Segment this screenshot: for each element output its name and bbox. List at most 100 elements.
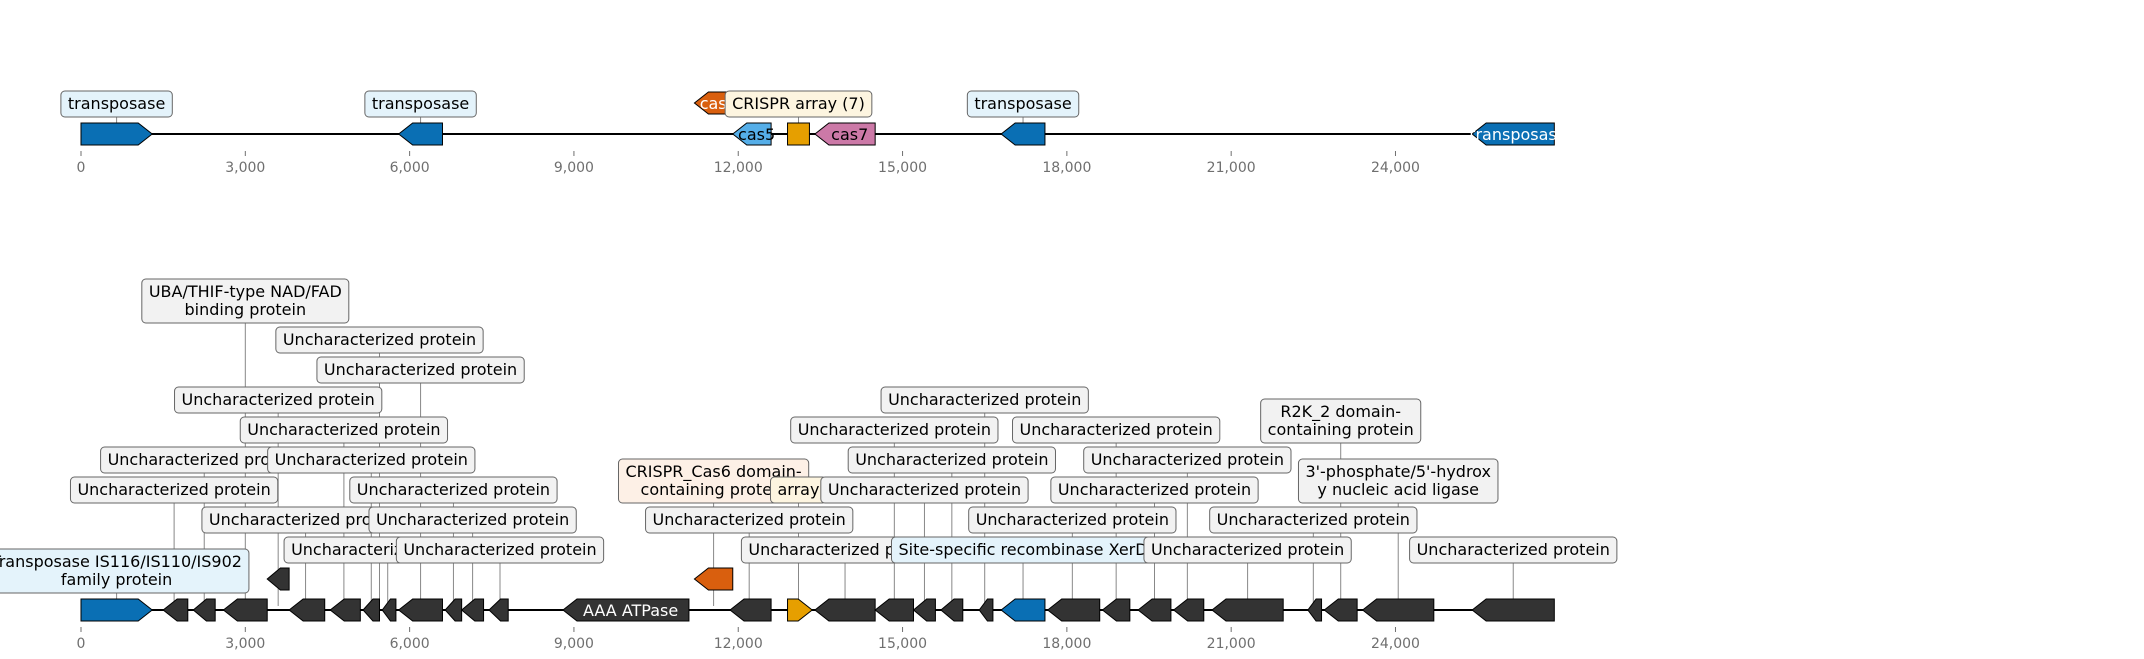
track1-label-uncharacterized-protein: Uncharacterized protein: [349, 476, 558, 504]
track1-gene-arrow: [912, 598, 936, 622]
track0-cas5-arrow: [731, 122, 772, 146]
track1-label-text: Uncharacterized protein: [275, 450, 468, 469]
track1-label-text: Uncharacterized protein: [855, 450, 1048, 469]
track1-label-text: containing protein: [1268, 420, 1414, 439]
track1-gene-arrow: [329, 598, 361, 622]
track1-gene-arrow: [266, 567, 290, 591]
track1-label-uncharacterized-protein: Uncharacterized protein: [790, 416, 999, 444]
track1-axis-tick-label: 18,000: [1042, 636, 1091, 652]
track1-transposase-arrow: [1000, 598, 1046, 622]
track1-label-text: Uncharacterized protein: [976, 510, 1169, 529]
track1-gene-arrow: [444, 598, 463, 622]
track1-label-text: y nucleic acid ligase: [1317, 480, 1479, 499]
track0-axis-tick-label: 9,000: [554, 160, 594, 176]
track0-label-text: transposase: [974, 94, 1071, 113]
track1-label-uncharacterized-protein: Uncharacterized protein: [645, 506, 854, 534]
track1-label-array: array: [770, 476, 827, 504]
track1-label-box: [1143, 536, 1352, 564]
track1-label-uncharacterized-protein: Uncharacterized protein: [275, 326, 484, 354]
track1-label-text: UBA/THIF-type NAD/FAD: [149, 282, 342, 301]
track0-label-crispr-array-7: CRISPR array (7): [724, 90, 873, 118]
track0-axis-tick-label: 15,000: [878, 160, 927, 176]
track1-label-box: [645, 506, 854, 534]
track1-label-text: Uncharacterized protein: [209, 510, 402, 529]
track0-axis-tick-label: 0: [77, 160, 86, 176]
track1-label-box: [1209, 506, 1418, 534]
track0-label-transposase: transposase: [60, 90, 173, 118]
track0-transposase-inline-label: transposase: [1469, 125, 1566, 144]
track1-transposase-arrow: [80, 598, 154, 622]
track1-label-box: [316, 356, 525, 384]
track1-label-box: [174, 386, 383, 414]
track1-label-uncharacterized-protein: Uncharacterized protein: [69, 476, 279, 504]
track0-cas7-inline-label: cas7: [831, 125, 868, 144]
track1-label-text: Uncharacterized protein: [1151, 540, 1344, 559]
track1-gene-arrow: [814, 598, 876, 622]
track1-label-text: array: [778, 480, 820, 499]
track1-label-box: [1012, 416, 1221, 444]
track1-label-text: Uncharacterized protein: [828, 480, 1021, 499]
track1-label-text: Site-specific recombinase XerD: [899, 540, 1148, 559]
track1-gene-arrow: [1172, 598, 1205, 622]
track0-leader-lines: [116, 117, 1024, 130]
track1-label-box: [1297, 458, 1499, 504]
track1-gene-arrow: [1471, 598, 1555, 622]
track1-axis-tick-label: 24,000: [1371, 636, 1420, 652]
track1-gene-arrow: [288, 598, 326, 622]
track1-label-uncharacterized-protein: Uncharacterized protein: [395, 536, 605, 564]
track1-axis-tick-label: 0: [77, 636, 86, 652]
track1-label-text: Uncharacterized protein: [283, 330, 476, 349]
track1-label-text: Uncharacterized protein: [1091, 450, 1284, 469]
track1-label-text: Transposase IS116/IS110/IS902: [0, 552, 242, 571]
track1-label-text: Uncharacterized protein: [247, 420, 440, 439]
track1-label-uncharacterized-protein: Uncharacterized protein: [1012, 416, 1221, 444]
track0-transposase-arrow: [397, 122, 443, 146]
track1-axis-tick-label: 3,000: [225, 636, 265, 652]
track0-label-text: transposase: [372, 94, 469, 113]
track0-axis-tick-label: 6,000: [390, 160, 430, 176]
track1-label-site-specific-recombinase-xerd: Site-specific recombinase XerD: [891, 536, 1156, 564]
track1-gene-arrow: [1046, 598, 1101, 622]
track1-label-text: Uncharacterized protein: [376, 510, 569, 529]
track0-label-box: [966, 90, 1080, 118]
track1-label-uncharacterized-protein: Uncharacterized protein: [847, 446, 1056, 474]
track1-label-uncharacterized-protein: Uncharacterized protein: [316, 356, 525, 384]
track1-label-box: [1260, 398, 1422, 444]
track1-label-box: [141, 278, 350, 324]
track1-gene-arrow: [1323, 598, 1358, 622]
track1-gene-arrow: [1101, 598, 1131, 622]
track1-aaa-atpase-arrow: [562, 598, 690, 622]
track1-label-uncharacterized-protein: Uncharacterized protein: [968, 506, 1177, 534]
track1-label-box: [968, 506, 1177, 534]
track1-label-box: [1409, 536, 1618, 564]
track1-label-text: family protein: [61, 570, 172, 589]
track1-label-box: [349, 476, 558, 504]
track0-label-box: [60, 90, 173, 118]
track1-label-box: [239, 416, 449, 444]
track1-label-box: [0, 548, 250, 594]
track1-label-text: CRISPR_Cas6 domain-: [625, 462, 801, 482]
track0-label-transposase: transposase: [364, 90, 477, 118]
track1-gene-arrow: [381, 598, 397, 622]
track1-label-box: [275, 326, 484, 354]
track1-gene-arrow: [192, 598, 216, 622]
track1-label-text: binding protein: [185, 300, 307, 319]
track1-axis-tick-label: 21,000: [1207, 636, 1256, 652]
track1-label-box: [1083, 446, 1292, 474]
track1-label-box: [790, 416, 999, 444]
track1-label-box: [368, 506, 577, 534]
track0-cas7-arrow: [814, 122, 876, 146]
track1-label-text: Uncharacterized protein: [653, 510, 846, 529]
track1-array-arrow: [787, 598, 813, 622]
track1-label-box: [69, 476, 279, 504]
track0-axis-tick-label: 21,000: [1207, 160, 1256, 176]
track1-label-text: Uncharacterized protein: [1020, 420, 1213, 439]
track1-label-uncharacterized-protein: Uncharacterized protein: [267, 446, 476, 474]
